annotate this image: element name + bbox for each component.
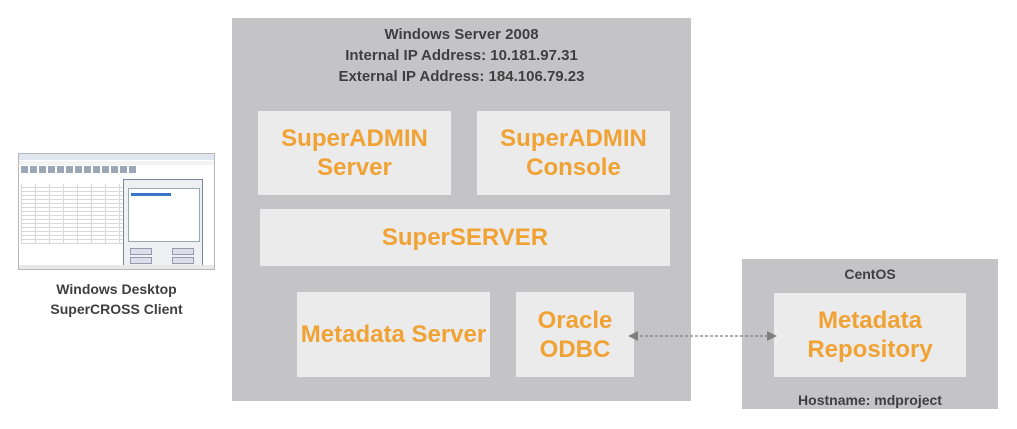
metadata-server-label: Metadata Server — [300, 321, 487, 348]
superadmin-server-box: SuperADMIN Server — [258, 111, 451, 195]
screenshot-dialog-button — [130, 248, 152, 255]
screenshot-dialog — [123, 179, 203, 269]
oracle-odbc-label: Oracle ODBC — [537, 306, 613, 363]
arrow-left-icon — [628, 331, 638, 341]
metadata-repository-label: Metadata Repository — [807, 307, 933, 363]
supercross-client-screenshot — [18, 153, 215, 270]
superadmin-console-box: SuperADMIN Console — [477, 111, 670, 195]
centos-title: CentOS — [844, 266, 896, 282]
hostname-label: Hostname: mdproject — [798, 392, 942, 408]
client-caption: Windows Desktop SuperCROSS Client — [18, 279, 215, 319]
screenshot-menubar — [19, 161, 214, 165]
superserver-box: SuperSERVER — [260, 209, 670, 266]
screenshot-toolbar — [21, 166, 201, 173]
oracle-odbc-box: Oracle ODBC — [516, 292, 634, 377]
screenshot-titlebar — [19, 154, 214, 160]
internal-ip-label: Internal IP Address: 10.181.97.31 — [345, 47, 578, 64]
windows-server-title: Windows Server 2008 — [384, 26, 539, 43]
client-caption-line1: Windows Desktop — [56, 281, 177, 297]
screenshot-table — [21, 184, 123, 244]
superadmin-console-label: SuperADMIN Console — [500, 125, 647, 181]
superadmin-server-label: SuperADMIN Server — [281, 125, 428, 181]
screenshot-statusbar — [19, 265, 214, 269]
centos-panel: CentOS Metadata Repository Hostname: mdp… — [742, 259, 998, 409]
metadata-repository-box: Metadata Repository — [774, 293, 966, 377]
windows-server-panel: Windows Server 2008 Internal IP Address:… — [232, 18, 691, 401]
metadata-server-box: Metadata Server — [297, 292, 490, 377]
arrow-right-icon — [767, 331, 777, 341]
screenshot-dialog-list — [128, 188, 200, 242]
screenshot-dialog-button — [172, 257, 194, 264]
superserver-label: SuperSERVER — [381, 224, 549, 251]
odbc-repository-connector — [628, 331, 777, 341]
external-ip-label: External IP Address: 184.106.79.23 — [338, 68, 585, 85]
screenshot-dialog-button — [130, 257, 152, 264]
client-caption-line2: SuperCROSS Client — [50, 301, 183, 317]
screenshot-dialog-button — [172, 248, 194, 255]
